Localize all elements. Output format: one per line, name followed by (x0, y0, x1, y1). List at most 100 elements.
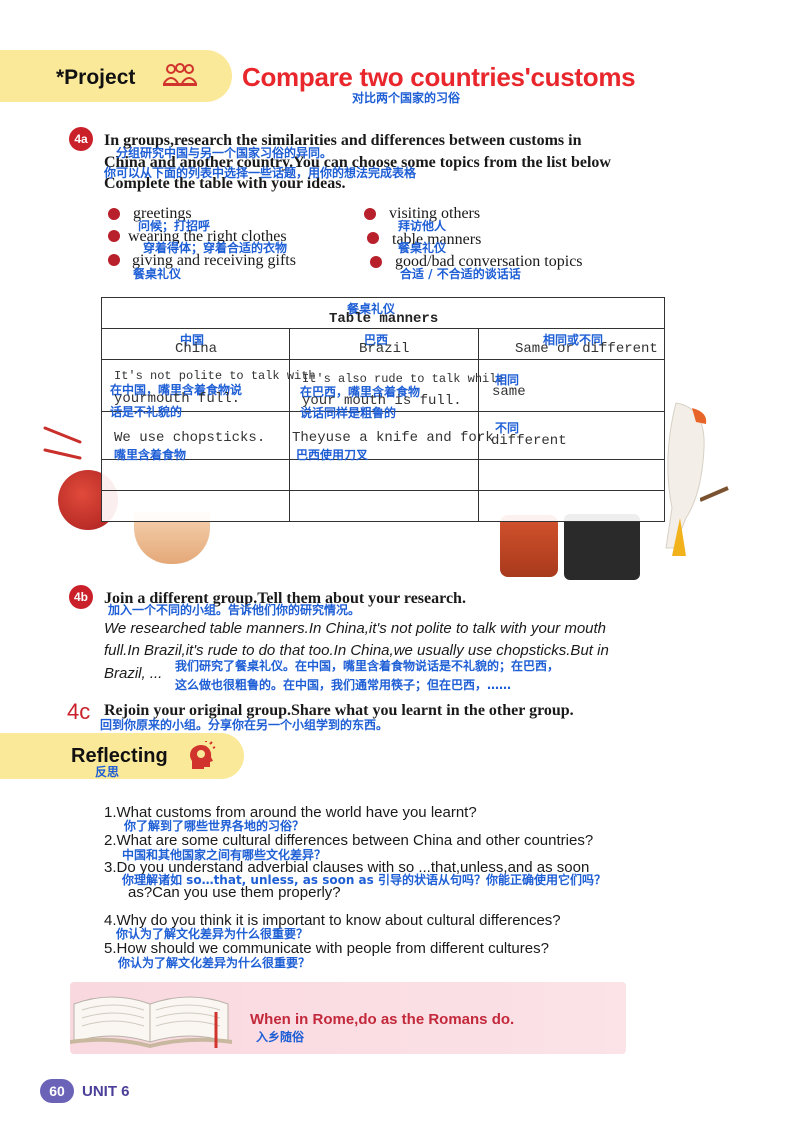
instruction-4a-translation-2: 你可以从下面的列表中选择一些话题，用你的想法完成表格 (104, 166, 417, 180)
sample-text-line2: full.In Brazil,it's rude to do that too.… (104, 642, 609, 659)
topic-translation: 餐桌礼仪 (133, 267, 182, 281)
group-people-icon (160, 63, 200, 89)
cell-empty (289, 490, 479, 522)
question-2-translation: 中国和其他国家之间有哪些文化差异？ (122, 848, 327, 862)
header-same-different: Same or different (515, 341, 658, 357)
page-number: 60 (40, 1079, 74, 1103)
bullet-icon (108, 254, 120, 266)
project-tab (0, 50, 232, 102)
parrot-illustration (656, 398, 716, 558)
open-book-icon (66, 982, 236, 1048)
topic-visiting-others: visiting others (389, 205, 481, 222)
question-5-translation: 你认为了解文化差异为什么很重要？ (118, 956, 311, 970)
bullet-icon (108, 230, 120, 242)
topic-gifts: giving and receiving gifts (132, 252, 296, 269)
cell-text: yourmouth full. (114, 391, 241, 407)
page-title-translation: 对比两个国家的习俗 (352, 91, 461, 105)
header-china: China (175, 341, 218, 357)
step-badge-4a: 4a (69, 127, 93, 151)
page-title: Compare two countries'customs (242, 62, 636, 92)
unit-label: UNIT 6 (82, 1083, 130, 1100)
cell-brazil-row2: Theyuse a knife and fork 巴西使用刀叉 (289, 411, 494, 462)
topic-translation: 餐桌礼仪 (398, 241, 447, 255)
header-translation: 相同或不同 (543, 333, 604, 347)
question-4-translation: 你认为了解文化差异为什么很重要？ (116, 927, 309, 941)
cell-text: different (491, 433, 567, 449)
project-label: *Project (56, 66, 136, 89)
cell-translation: 巴西使用刀叉 (296, 448, 369, 462)
bullet-icon (367, 232, 379, 244)
instruction-4a-line1: In groups,research the similarities and … (104, 132, 582, 149)
topic-translation: 拜访他人 (398, 219, 447, 233)
step-badge-4c: 4c (67, 699, 91, 724)
proverb-translation: 入乡随俗 (256, 1030, 305, 1044)
cell-translation: 在中国，嘴里含着食物说 (110, 383, 243, 397)
header-cell-same-different: 相同或不同 Same or different (478, 328, 665, 360)
header-translation: 巴西 (364, 333, 389, 347)
question-2: 2.What are some cultural differences bet… (104, 832, 594, 849)
table-title-cell: 餐桌礼仪 Table manners (101, 297, 665, 329)
sample-translation-2: 这么做也很粗鲁的。在中国，我们通常用筷子；但在巴西，…… (175, 678, 512, 692)
cell-translation: 相同 (495, 373, 520, 387)
cell-text: same (492, 384, 526, 400)
table-title: Table manners (329, 311, 439, 327)
branch-illustration (699, 480, 730, 520)
cell-text: It's also rude to talk while (302, 372, 504, 386)
cell-empty (478, 490, 665, 522)
topic-conversation: good/bad conversation topics (395, 253, 583, 270)
table-manners-table: 餐桌礼仪 Table manners 中国 China 巴西 Brazil 相同… (101, 297, 665, 522)
topic-wearing-clothes: wearing the right clothes (128, 228, 287, 245)
cell-translation: 在巴西，嘴里含着食物 (300, 385, 421, 399)
instruction-4a-line3: Complete the table with your ideas. (104, 175, 346, 192)
idea-head-icon (186, 740, 216, 771)
topic-translation: 合适 / 不合适的谈话话 (400, 267, 521, 281)
instruction-4c: Rejoin your original group.Share what yo… (104, 702, 574, 719)
topic-translation: 问候；打招呼 (138, 219, 211, 233)
sample-translation-1: 我们研究了餐桌礼仪。在中国，嘴里含着食物说话是不礼貌的；在巴西， (175, 659, 560, 673)
header-cell-brazil: 巴西 Brazil (289, 328, 479, 360)
sample-text-line3: Brazil, ... (104, 665, 163, 682)
pot-illustration (500, 515, 558, 577)
question-1-translation: 你了解到了哪些世界各地的习俗？ (124, 819, 305, 833)
cell-compare-row2: 不同 different (478, 411, 665, 460)
instruction-4a-translation-1: 分组研究中国与另一个国家习俗的异同。 (116, 146, 333, 160)
cell-china-row1: It's not polite to talk with 在中国，嘴里含着食物说… (101, 359, 316, 419)
cell-translation: 嘴里含着食物 (114, 448, 187, 462)
header-brazil: Brazil (359, 341, 410, 357)
cell-compare-row1: 相同 same (478, 359, 665, 412)
cell-text: your mouth is full. (302, 393, 462, 409)
cell-translation: 不同 (495, 421, 520, 435)
topic-table-manners: table manners (392, 231, 482, 248)
reflecting-translation: 反思 (95, 765, 120, 779)
question-1: 1.What customs from around the world hav… (104, 804, 477, 821)
dish-illustration (564, 514, 640, 580)
bullet-icon (364, 208, 376, 220)
bullet-icon (108, 208, 120, 220)
instruction-4b-translation: 加入一个不同的小组。告诉他们你的研究情况。 (108, 603, 361, 617)
header-translation: 中国 (180, 333, 205, 347)
header-cell-china: 中国 China (101, 328, 290, 360)
decorative-lines (40, 420, 100, 485)
cell-brazil-row1: It's also rude to talk while 在巴西，嘴里含着食物 … (289, 359, 504, 420)
question-3-translation: 你理解诸如 so…that, unless, as soon as 引导的状语从… (122, 873, 606, 887)
table-title-translation: 餐桌礼仪 (347, 302, 396, 316)
instruction-4a-line2: China and another country.You can choose… (104, 154, 611, 171)
instruction-4c-translation: 回到你原来的小组。分享你在另一个小组学到的东西。 (100, 718, 389, 732)
cell-china-row2: We use chopsticks. 嘴里含着食物 (101, 411, 290, 462)
cell-text: We use chopsticks. (114, 430, 266, 446)
question-3: 3.Do you understand adverbial clauses wi… (104, 859, 590, 876)
cell-text: It's not polite to talk with (114, 369, 316, 383)
proverb-text: When in Rome,do as the Romans do. (250, 1011, 515, 1028)
cell-text: Theyuse a knife and fork (292, 430, 494, 446)
sample-text-line1: We researched table manners.In China,it'… (104, 620, 607, 637)
topic-translation: 穿着得体；穿着合适的衣物 (143, 241, 288, 255)
question-5: 5.How should we communicate with people … (104, 940, 549, 957)
cell-empty (101, 459, 290, 491)
cell-empty (478, 459, 665, 491)
cell-empty (289, 459, 479, 491)
reflecting-label: Reflecting (71, 745, 168, 767)
cell-empty (101, 490, 290, 522)
question-3-continued: as?Can you use them properly? (128, 884, 341, 901)
question-4: 4.Why do you think it is important to kn… (104, 912, 561, 929)
instruction-4b: Join a different group.Tell them about y… (104, 590, 466, 607)
